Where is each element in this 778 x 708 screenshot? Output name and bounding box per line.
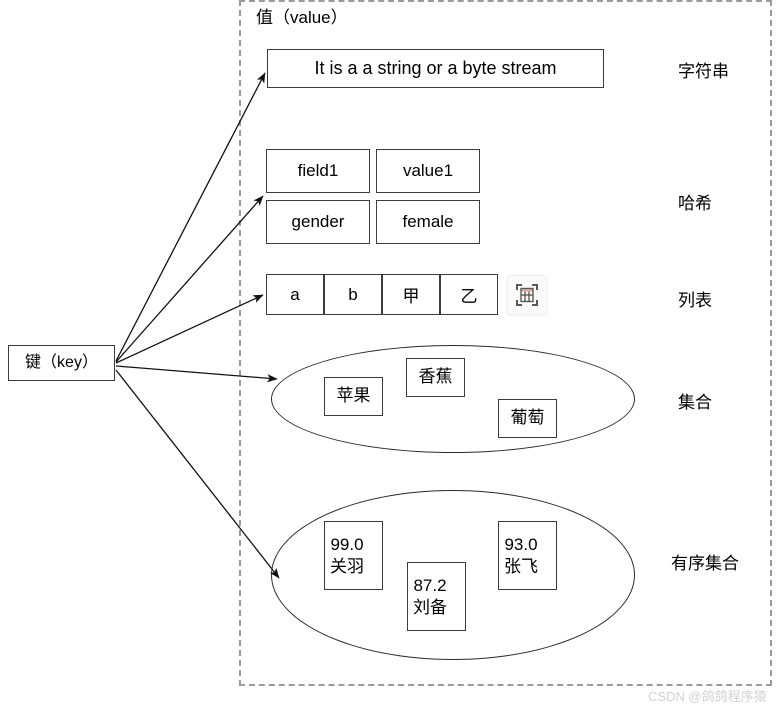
table-scan-icon-card[interactable] — [508, 276, 546, 314]
table-scan-icon — [516, 284, 538, 306]
type-label-sorted-set: 有序集合 — [671, 554, 739, 573]
type-label-hash: 哈希 — [678, 194, 712, 213]
key-node-label: 键（key） — [25, 353, 98, 371]
hash-value-cell: female — [376, 200, 480, 244]
hash-value-cell: value1 — [376, 149, 480, 193]
set-item: 葡萄 — [498, 399, 557, 438]
hash-field-cell: gender — [266, 200, 370, 244]
hash-value-text: value1 — [402, 160, 454, 180]
hash-field-text: field1 — [297, 160, 339, 180]
set-ellipse — [271, 345, 635, 453]
list-row: a b 甲 乙 — [266, 274, 498, 315]
hash-field-text: gender — [291, 211, 345, 231]
hash-field-cell: field1 — [266, 149, 370, 193]
list-cell: 甲 — [382, 274, 440, 315]
string-value-box: It is a a string or a byte stream — [267, 49, 604, 88]
value-region-title: 值（value） — [256, 8, 348, 27]
type-label-set: 集合 — [678, 393, 712, 412]
key-node: 键（key） — [8, 345, 115, 381]
watermark: CSDN @鸽鸽程序猿 — [648, 689, 767, 704]
sorted-set-item: 87.2 刘备 — [407, 562, 466, 631]
type-label-list: 列表 — [678, 291, 712, 310]
list-cell: 乙 — [440, 274, 498, 315]
sorted-set-item: 99.0 关羽 — [324, 521, 383, 590]
set-item: 苹果 — [324, 377, 383, 416]
set-item: 香蕉 — [406, 358, 465, 397]
value-region-top-border — [239, 0, 772, 2]
list-cell: a — [266, 274, 324, 315]
type-label-string: 字符串 — [678, 62, 729, 81]
string-value-text: It is a a string or a byte stream — [314, 57, 557, 78]
sorted-set-ellipse — [271, 490, 635, 660]
sorted-set-item: 93.0 张飞 — [498, 521, 557, 590]
list-cell: b — [324, 274, 382, 315]
hash-value-text: female — [402, 211, 454, 231]
